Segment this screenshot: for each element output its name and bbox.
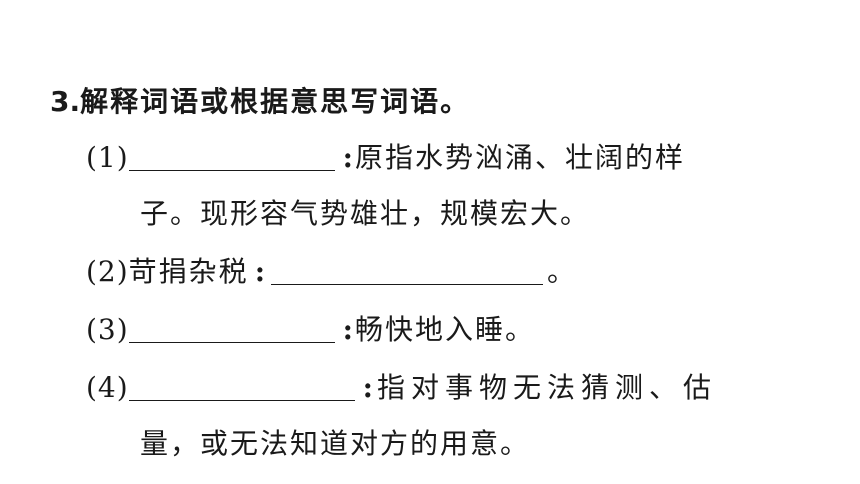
item-1-definition-line-1: 原指水势汹涌、壮阔的样 bbox=[355, 141, 686, 174]
question-title: 解释词语或根据意思写词语。 bbox=[80, 85, 471, 118]
item-1-line-1: (1):原指水势汹涌、壮阔的样 bbox=[86, 140, 685, 176]
item-1-answer-blank[interactable] bbox=[128, 142, 335, 171]
item-3-label: (3) bbox=[86, 313, 129, 346]
item-2-colon: : bbox=[254, 255, 266, 288]
item-4-label: (4) bbox=[86, 371, 129, 404]
item-4-definition-line-2: 量，或无法知道对方的用意。 bbox=[140, 427, 531, 460]
item-1-label: (1) bbox=[86, 141, 129, 174]
item-2-end-punct: 。 bbox=[547, 255, 578, 288]
question-number: 3. bbox=[50, 85, 81, 118]
item-4-definition-line-1: 指对事物无法猜测、估 bbox=[377, 371, 718, 404]
item-1-line-2: 子。现形容气势雄壮，规模宏大。 bbox=[140, 196, 590, 232]
item-2-label: (2) bbox=[86, 255, 129, 288]
item-3-colon: : bbox=[342, 313, 354, 346]
question-header: 3.解释词语或根据意思写词语。 bbox=[50, 84, 470, 120]
item-1-definition-line-2: 子。现形容气势雄壮，规模宏大。 bbox=[140, 197, 591, 230]
item-2-line: (2)苛捐杂税: 。 bbox=[86, 254, 577, 290]
item-3-line: (3):畅快地入睡。 bbox=[86, 312, 535, 348]
item-4-line-1: (4):指对事物无法猜测、估 bbox=[86, 370, 717, 406]
item-2-answer-blank[interactable] bbox=[271, 256, 544, 285]
item-1-colon: : bbox=[342, 141, 354, 174]
item-4-colon: : bbox=[362, 371, 374, 404]
item-4-answer-blank[interactable] bbox=[128, 372, 355, 401]
item-3-definition: 畅快地入睡。 bbox=[355, 313, 536, 346]
item-3-answer-blank[interactable] bbox=[128, 314, 335, 343]
item-2-term: 苛捐杂税 bbox=[128, 255, 249, 288]
item-4-line-2: 量，或无法知道对方的用意。 bbox=[140, 426, 530, 462]
